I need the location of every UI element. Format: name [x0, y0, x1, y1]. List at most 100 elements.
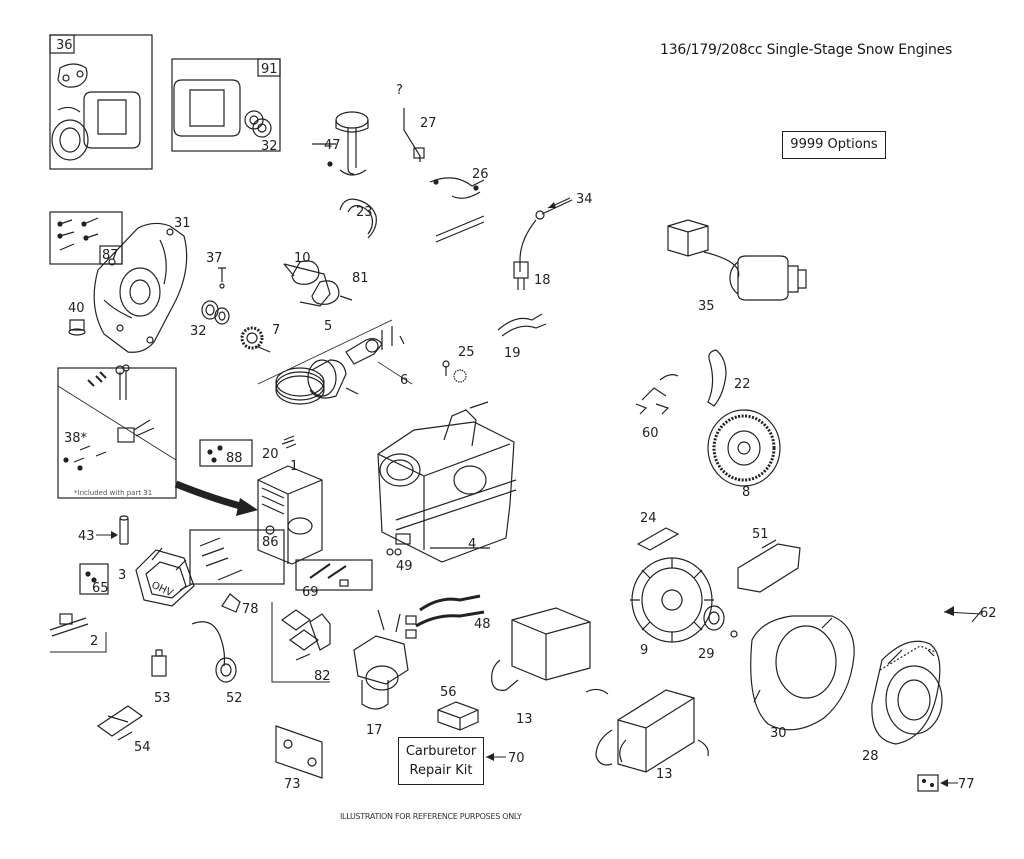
- engine-block-4: [377, 401, 517, 563]
- label-20: 20: [262, 447, 279, 462]
- label-43: 43: [78, 529, 95, 544]
- label-6: 6: [400, 373, 408, 388]
- label-7: 7: [272, 323, 280, 338]
- crankshaft-10: [283, 260, 353, 307]
- label-32a: 32: [261, 139, 278, 154]
- muffler-13b: [595, 689, 709, 773]
- label-56: 56: [440, 685, 457, 700]
- label-9: 9: [640, 643, 648, 658]
- label-unknown: ?: [396, 83, 403, 98]
- starter-cup-29: [703, 605, 738, 638]
- arrowheads: [111, 202, 954, 787]
- blower-fan-9: [630, 557, 714, 643]
- part-78: [221, 593, 241, 613]
- label-22: 22: [734, 377, 751, 392]
- carb-kit-line1: Carburetor: [405, 744, 477, 759]
- dowel-pin-43: [119, 515, 129, 545]
- label-70: 70: [508, 751, 525, 766]
- control-rod-27: [403, 108, 425, 162]
- label-81: 81: [352, 271, 369, 286]
- part-2: [49, 613, 107, 653]
- bolt-37: [218, 267, 226, 289]
- carb-kit-line2: Repair Kit: [409, 763, 473, 778]
- cylinder-head-1: [257, 465, 323, 565]
- label-69: 69: [302, 585, 319, 600]
- label-28: 28: [862, 749, 879, 764]
- gasket-set-36: [49, 34, 153, 170]
- oil-drain-plug-40: [68, 319, 86, 336]
- label-24: 24: [640, 511, 657, 526]
- label-54: 54: [134, 740, 151, 755]
- label-29: 29: [698, 647, 715, 662]
- label-23: 23: [356, 205, 373, 220]
- screw-kit-77: [917, 774, 939, 792]
- label-36: 36: [56, 38, 73, 53]
- label-38: 38*: [64, 431, 88, 446]
- label-87: 87: [102, 248, 119, 263]
- valve-cover-3: [135, 547, 195, 607]
- label-47: 47: [324, 138, 341, 153]
- page-title: 136/179/208cc Single-Stage Snow Engines: [660, 42, 953, 58]
- piston-rod-5-6: [257, 319, 413, 405]
- gasket-kit-82: [271, 602, 331, 683]
- label-31: 31: [174, 216, 191, 231]
- bracket-22: [707, 349, 727, 407]
- label-62: 62: [980, 606, 997, 621]
- label-77: 77: [958, 777, 975, 792]
- label-30: 30: [770, 726, 787, 741]
- ignition-wire-18-34: [513, 199, 573, 290]
- label-82: 82: [314, 669, 331, 684]
- recoil-starter-28: [871, 640, 943, 745]
- label-5: 5: [324, 319, 332, 334]
- spring-kit-69: [295, 559, 373, 591]
- valve-kit-38: [57, 364, 177, 499]
- note-38: *Included with part 31: [74, 489, 153, 497]
- part-labels: 36 91 32 ? 27 47 26 34 23 31 87 37 10 81…: [56, 38, 997, 792]
- options-box: 9999 Options: [782, 131, 886, 159]
- ground-wire-60: [635, 374, 679, 415]
- footer-disclaimer: ILLUSTRATION FOR REFERENCE PURPOSES ONLY: [340, 812, 522, 821]
- bolt-kit-88: [199, 439, 253, 467]
- wire-harness-19: [497, 313, 547, 337]
- crankcase-cover-31: [93, 222, 188, 353]
- bracket-24: [636, 527, 680, 551]
- breather-hose-23: [339, 198, 377, 239]
- label-26: 26: [472, 167, 489, 182]
- bolt-kit-86: [189, 529, 285, 585]
- bracket-56: [437, 701, 479, 731]
- label-49: 49: [396, 559, 413, 574]
- label-40: 40: [68, 301, 85, 316]
- primer-52: [191, 621, 237, 683]
- label-13a: 13: [516, 712, 533, 727]
- label-18: 18: [534, 273, 551, 288]
- bracket-54: [96, 705, 144, 741]
- switch-53: [151, 649, 167, 677]
- flywheel-8: [707, 409, 781, 487]
- gasket-kit-91: [171, 58, 281, 152]
- label-65: 65: [92, 581, 109, 596]
- label-4: 4: [468, 537, 476, 552]
- label-19: 19: [504, 346, 521, 361]
- label-1: 1: [290, 459, 298, 474]
- carburetor-repair-kit-box: Carburetor Repair Kit: [398, 737, 484, 785]
- oil-seal-32: [201, 300, 230, 325]
- label-37: 37: [206, 251, 223, 266]
- label-3: 3: [118, 568, 126, 583]
- label-51: 51: [752, 527, 769, 542]
- shield-51: [737, 539, 801, 593]
- label-10: 10: [294, 251, 311, 266]
- label-25: 25: [458, 345, 475, 360]
- label-52: 52: [226, 691, 243, 706]
- label-86: 86: [262, 535, 279, 550]
- governor-link-26: [429, 177, 485, 243]
- washer-49: [386, 548, 402, 556]
- label-78: 78: [242, 602, 259, 617]
- label-34: 34: [576, 192, 593, 207]
- muffler-13a: [491, 607, 609, 695]
- label-91: 91: [261, 62, 278, 77]
- cam-gear-7: [240, 326, 271, 353]
- label-48: 48: [474, 617, 491, 632]
- label-13b: 13: [656, 767, 673, 782]
